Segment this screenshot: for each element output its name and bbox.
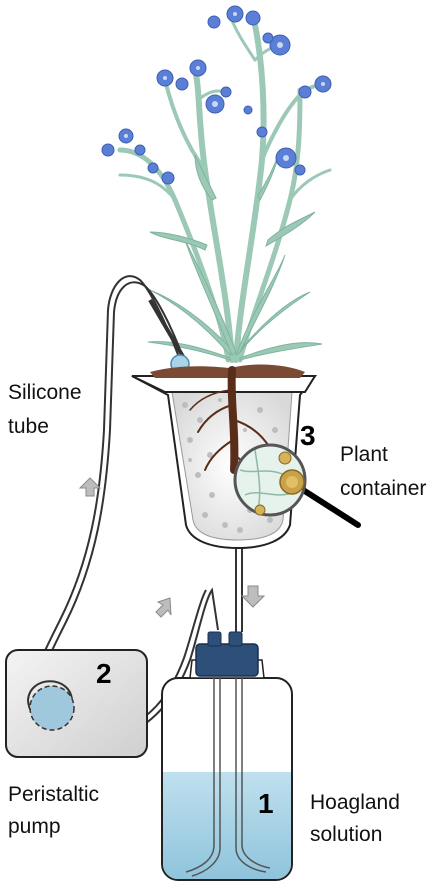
tube-connector bbox=[148, 298, 187, 362]
arrow-diagonal-icon bbox=[155, 597, 172, 618]
flow-arrows bbox=[78, 477, 266, 618]
arrow-up-icon bbox=[78, 477, 102, 497]
label-peristaltic-pump-line1: Peristaltic bbox=[8, 783, 100, 806]
bottle-tubes bbox=[185, 676, 271, 877]
label-plant-container-line2: container bbox=[340, 477, 427, 500]
label-plant-container-line1: Plant bbox=[340, 443, 388, 466]
label-hoagland-solution-line2: solution bbox=[310, 823, 383, 846]
plant-shoot bbox=[117, 13, 332, 363]
solution-bottle bbox=[161, 631, 293, 881]
label-hoagland-solution-line1: Hoagland bbox=[310, 791, 400, 814]
flower-centers bbox=[124, 12, 325, 161]
container-rim bbox=[131, 375, 317, 393]
plant-leaves bbox=[147, 149, 323, 361]
pump-rotor bbox=[29, 685, 75, 731]
label-silicone-tube-line1: Silicone bbox=[8, 381, 82, 404]
number-container: 3 bbox=[300, 420, 316, 451]
label-silicone-tube-line2: tube bbox=[8, 415, 49, 438]
peristaltic-pump bbox=[5, 649, 148, 758]
magnifier bbox=[233, 443, 361, 528]
number-pump: 2 bbox=[96, 658, 112, 689]
number-bottle: 1 bbox=[258, 788, 274, 819]
arrow-down-icon bbox=[240, 585, 266, 608]
soil-surface bbox=[150, 364, 305, 378]
label-peristaltic-pump-line2: pump bbox=[8, 815, 61, 838]
bottle-cap bbox=[195, 643, 259, 677]
hoagland-liquid bbox=[163, 772, 291, 879]
